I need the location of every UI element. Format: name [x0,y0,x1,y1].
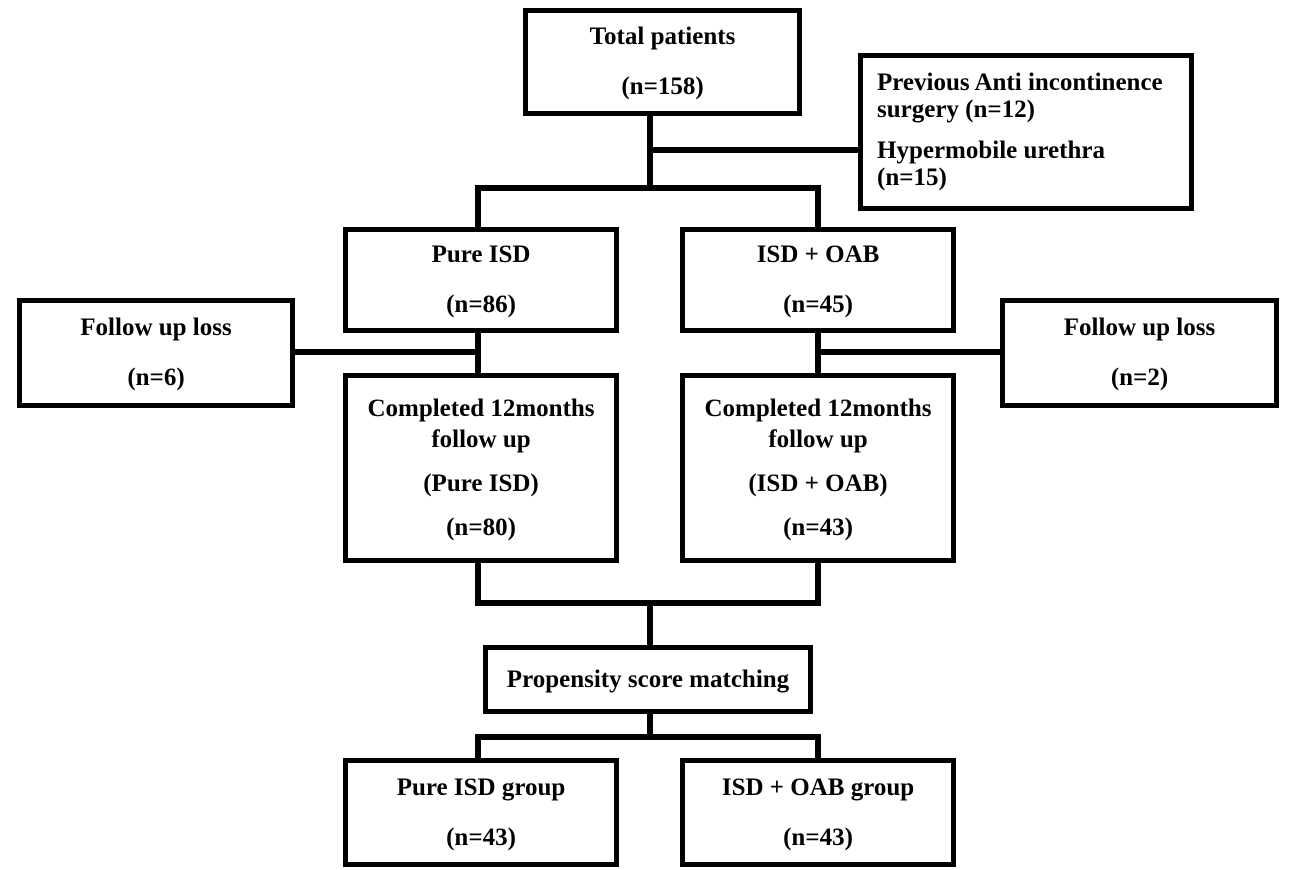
connector-group-right-down [815,738,821,761]
connector-follow-up-left-branch [293,349,478,355]
connector-completed-pure-down [475,560,481,606]
node-text-line: Previous Anti incontinence surgery (n=12… [877,69,1163,123]
node-text-line: Completed 12months follow up [704,393,931,456]
node-text-line: (n=86) [446,291,516,318]
node-pure-isd-group: Pure ISD group (n=43) [343,758,619,867]
node-text-line: follow up [431,425,531,453]
node-text-line: (Pure ISD) [423,470,539,497]
node-isd-oab: ISD + OAB (n=45) [680,227,956,333]
node-text-line: (n=158) [621,73,704,100]
node-total-patients: Total patients (n=158) [523,8,802,116]
node-text-line: (n=80) [446,514,516,542]
connector-group-left-down [475,738,481,761]
node-text-line: (ISD + OAB) [748,470,888,497]
node-text-line: (n=6) [127,364,185,391]
connector-split-top-right-down [815,189,821,230]
node-text-line: Propensity score matching [506,665,790,693]
node-text-line: Completed 12months [367,394,595,422]
node-completed-isd-oab: Completed 12months follow up (ISD + OAB)… [680,373,956,563]
connector-split-bottom-horizontal [475,734,821,740]
node-text-line: (n=15) [877,163,947,191]
connector-propensity-bottom [647,712,653,740]
node-text-line: Pure ISD [431,241,531,268]
connector-exclusions-branch [650,147,860,153]
node-text-line: ISD + OAB group [721,773,915,801]
node-text-line: Completed 12months [704,394,932,422]
node-text-line: Previous Anti incontinence [877,69,1163,96]
node-completed-pure-isd: Completed 12months follow up (Pure ISD) … [343,373,619,563]
node-text-line: Hypermobile urethra [877,137,1105,164]
node-text-line: (n=43) [446,823,516,851]
node-follow-up-loss-right: Follow up loss (n=2) [1000,298,1279,408]
connector-pure-isd-down [475,330,481,376]
connector-merge-horizontal [475,600,821,606]
connector-split-top-horizontal [475,185,821,191]
node-text-line: Follow up loss [80,314,232,341]
node-isd-oab-group: ISD + OAB group (n=43) [680,758,956,867]
node-text-line: (n=43) [783,823,853,851]
node-text-line: Hypermobile urethra (n=15) [877,137,1105,191]
node-text-line: surgery (n=12) [877,95,1035,123]
node-text-line: Total patients [589,23,736,50]
connector-propensity-top [647,604,653,647]
node-exclusions: Previous Anti incontinence surgery (n=12… [858,53,1194,211]
node-text-line: Completed 12months follow up [367,393,594,456]
node-propensity-score-matching: Propensity score matching [483,645,813,714]
node-text-line: (n=2) [1110,364,1169,391]
node-pure-isd: Pure ISD (n=86) [343,227,619,333]
node-text-line: follow up [768,425,868,453]
node-text-line: ISD + OAB [756,241,880,268]
node-follow-up-loss-left: Follow up loss (n=6) [17,298,295,408]
connector-follow-up-right-branch [818,349,1003,355]
connector-split-top-left-down [475,189,481,230]
node-text-line: (n=43) [783,514,853,542]
node-text-line: Follow up loss [1063,314,1216,341]
connector-completed-oab-down [815,560,821,606]
node-text-line: Pure ISD group [396,773,566,801]
node-text-line: (n=45) [783,291,853,318]
